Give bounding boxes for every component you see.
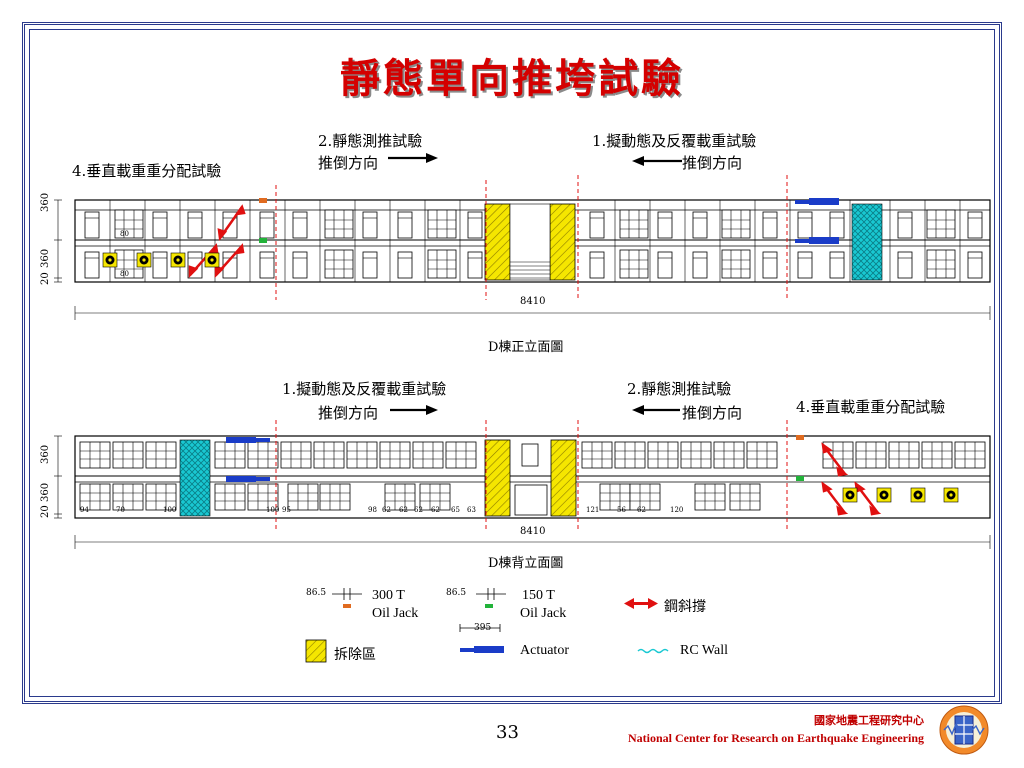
top-side-dim-1: 360 (40, 192, 51, 212)
top-label-push-dir-1: 推倒方向 (318, 154, 379, 172)
bottom-small-dim: 65 (451, 506, 460, 514)
bottom-elevation-drawing (54, 405, 991, 549)
bottom-small-dim: 62 (431, 506, 440, 514)
bottom-label-pseudo-dynamic: 1.擬動態及反覆載重試驗 (282, 380, 447, 398)
bottom-label-push-dir-2: 推倒方向 (682, 404, 743, 422)
bottom-label-vertical-load: 4.垂直載重重分配試驗 (796, 398, 946, 416)
org-logo (939, 705, 989, 755)
top-small-dim-1: 80 (120, 230, 129, 238)
slide-title: 靜態單向推垮試驗 (340, 55, 684, 102)
bottom-label-push-dir-1: 推倒方向 (318, 404, 379, 422)
top-side-dim-2: 360 (40, 248, 51, 268)
top-small-dim-2: 80 (120, 270, 129, 278)
bottom-small-dim: 120 (670, 506, 684, 514)
bottom-small-dim: 62 (382, 506, 391, 514)
legend-jack150-label-1: 150 T (522, 588, 555, 603)
bottom-small-dim: 70 (116, 506, 125, 514)
org-name-cn: 國家地震工程研究中心 (814, 714, 924, 727)
bottom-small-dim: 62 (414, 506, 423, 514)
legend-jack150-dim: 86.5 (446, 588, 467, 598)
bottom-small-dim: 94 (80, 506, 89, 514)
bottom-small-dim: 62 (637, 506, 646, 514)
bottom-small-dim: 100 (266, 506, 280, 514)
bottom-side-dim-3: 20 (40, 505, 51, 518)
top-total-dim: 8410 (520, 296, 546, 307)
bottom-small-dim: 62 (399, 506, 408, 514)
legend-rcwall-label: RC Wall (680, 643, 729, 658)
bottom-total-dim: 8410 (520, 526, 546, 537)
bottom-side-dim-1: 360 (40, 444, 51, 464)
slide-frame (22, 22, 1002, 704)
legend-actuator-label: Actuator (520, 643, 569, 658)
legend-jack300-label-1: 300 T (372, 588, 405, 603)
org-name-en: National Center for Research on Earthqua… (628, 731, 924, 745)
bottom-small-dim: 121 (586, 506, 600, 514)
bottom-small-dim: 95 (282, 506, 291, 514)
top-label-vertical-load: 4.垂直載重重分配試驗 (72, 162, 222, 180)
bottom-caption: D棟背立面圖 (488, 556, 564, 571)
bottom-small-dim: 98 (368, 506, 377, 514)
top-caption: D棟正立面圖 (488, 340, 564, 355)
bottom-small-dim: 100 (163, 506, 177, 514)
top-label-push-dir-2: 推倒方向 (682, 154, 743, 172)
bottom-small-dim: 56 (617, 506, 626, 514)
legend-brace-label: 鋼斜撐 (664, 599, 706, 615)
page-number: 33 (496, 722, 519, 743)
legend-actuator-dim: 395 (474, 623, 492, 633)
top-label-static-test: 2.靜態測推試驗 (318, 132, 423, 150)
bottom-label-static-test: 2.靜態測推試驗 (627, 380, 732, 398)
top-elevation-drawing (54, 153, 991, 320)
legend-jack300-dim: 86.5 (306, 588, 327, 598)
top-side-dim-3: 20 (40, 272, 51, 285)
legend-jack300-label-2: Oil Jack (372, 606, 419, 621)
legend-drawing (305, 588, 669, 663)
legend-demolish-label: 拆除區 (334, 647, 376, 663)
bottom-side-dim-2: 360 (40, 482, 51, 502)
top-label-pseudo-dynamic: 1.擬動態及反覆載重試驗 (592, 132, 757, 150)
bottom-small-dim: 63 (467, 506, 476, 514)
legend-jack150-label-2: Oil Jack (520, 606, 567, 621)
